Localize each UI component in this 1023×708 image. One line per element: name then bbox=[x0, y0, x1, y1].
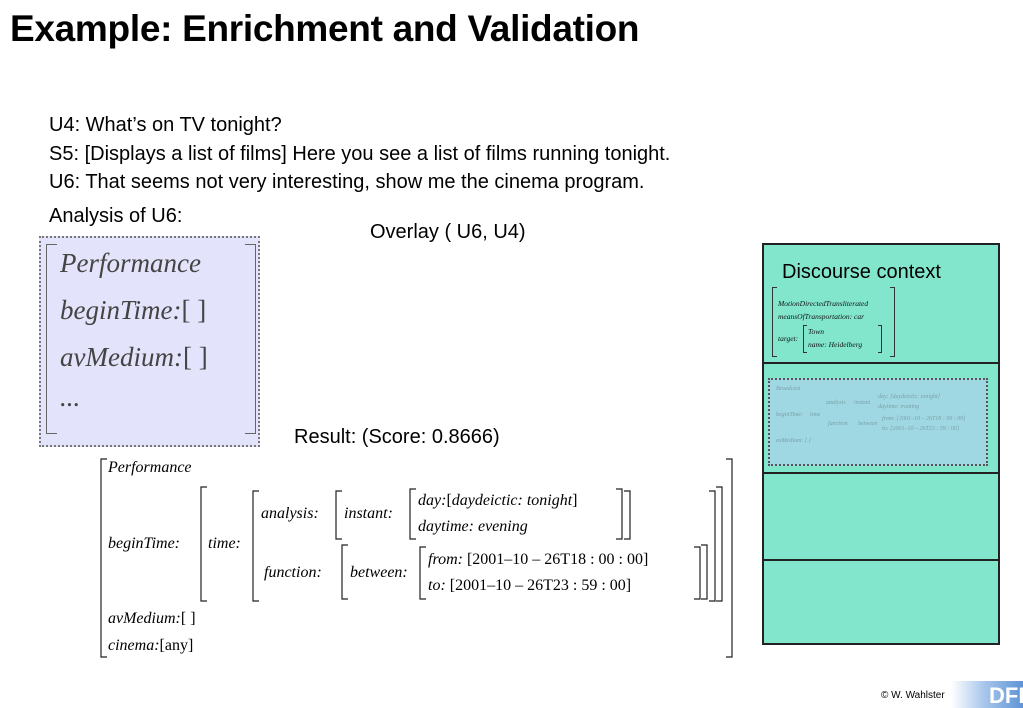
copyright: © W. Wahlster bbox=[881, 690, 945, 701]
broadcast-av-medium: avMedium: [ ] bbox=[776, 438, 811, 444]
begin-time-value: [ ] bbox=[181, 295, 207, 325]
slide-title: Example: Enrichment and Validation bbox=[10, 8, 640, 49]
dialog-lines: U4: What’s on TV tonight? S5: [Displays … bbox=[49, 111, 670, 197]
analysis-label: Analysis of U6: bbox=[49, 205, 183, 227]
day-bracket-left bbox=[409, 488, 416, 540]
divider-1 bbox=[764, 362, 998, 364]
avm-ellipsis: ... bbox=[60, 382, 81, 412]
outer-bracket-left bbox=[100, 458, 107, 658]
between-bracket-left bbox=[341, 544, 348, 600]
result-from: from: [2001–10 – 26T18 : 00 : 00] bbox=[428, 551, 648, 569]
broadcast-analysis: analysis bbox=[826, 400, 846, 406]
broadcast-begin-time: beginTime: bbox=[776, 412, 803, 418]
av-medium-attr: avMedium: bbox=[108, 610, 181, 627]
result-type: Performance bbox=[108, 459, 192, 476]
result-to: to: [2001–10 – 26T23 : 59 : 00] bbox=[428, 577, 631, 595]
cinema-value: [any] bbox=[159, 637, 194, 654]
instant-bracket-left bbox=[335, 490, 342, 540]
motion-means: meansOfTransportation: car bbox=[778, 312, 865, 321]
broadcast-to: to: [2001–10 – 26T23 : 59 : 00] bbox=[882, 426, 960, 432]
result-day: day:[daydeictic: tonight] bbox=[418, 492, 578, 509]
left-bracket bbox=[46, 244, 57, 434]
broadcast-instant: instant bbox=[854, 400, 871, 406]
analysis-avm-box: Performance beginTime:[ ] avMedium:[ ] .… bbox=[39, 236, 260, 447]
fromto-bracket-right bbox=[694, 546, 701, 600]
time-bracket-right bbox=[716, 486, 723, 602]
motion-town: Town bbox=[808, 327, 824, 336]
broadcast-day: day: [daydeictic: tonight] bbox=[878, 394, 940, 400]
broadcast-daytime: daytime: evening bbox=[878, 404, 920, 410]
from-attr: from: bbox=[428, 551, 463, 568]
day-attr: day: bbox=[418, 492, 447, 509]
result-avm: Performance beginTime: time: analysis: i… bbox=[98, 457, 738, 661]
result-between: between: bbox=[350, 564, 408, 581]
broadcast-function: function bbox=[828, 421, 848, 427]
divider-3 bbox=[764, 559, 998, 561]
result-instant: instant: bbox=[344, 505, 393, 522]
result-brackets bbox=[100, 458, 733, 658]
instant-bracket-right bbox=[624, 490, 631, 540]
broadcast-from: from: [2001–10 – 26T18 : 00 : 00] bbox=[882, 416, 966, 422]
motion-type: MotionDirectedTransliterated bbox=[778, 299, 869, 308]
result-function: function: bbox=[264, 564, 322, 581]
result-analysis: analysis: bbox=[261, 505, 319, 522]
av-medium-attr: avMedium: bbox=[60, 342, 183, 372]
from-value: [2001–10 – 26T18 : 00 : 00] bbox=[466, 551, 649, 568]
result-begin-time: beginTime: bbox=[108, 535, 180, 552]
av-medium-value: [ ] bbox=[182, 342, 208, 372]
result-av-medium: avMedium:[ ] bbox=[108, 610, 196, 628]
analysis-avm: Performance beginTime:[ ] avMedium:[ ] .… bbox=[46, 242, 256, 442]
motion-name: name: Heidelberg bbox=[808, 340, 863, 349]
logo-text: DFKI bbox=[989, 683, 1023, 708]
avm-begin-time: beginTime:[ ] bbox=[60, 295, 206, 326]
outer-bracket-right bbox=[726, 458, 733, 658]
result-daytime: daytime: evening bbox=[418, 518, 528, 535]
discourse-avm-motion: MotionDirectedTransliterated meansOfTran… bbox=[772, 287, 902, 359]
dfki-logo: DFKI bbox=[951, 681, 1023, 708]
day-bracket-right bbox=[616, 488, 623, 540]
av-medium-value: [ ] bbox=[180, 610, 196, 627]
right-bracket bbox=[245, 244, 256, 434]
broadcast-type: Broadcast bbox=[776, 386, 801, 392]
begin-time-attr: beginTime: bbox=[60, 295, 182, 325]
result-label: Result: (Score: 0.8666) bbox=[294, 426, 500, 448]
discourse-context-title: Discourse context bbox=[782, 261, 941, 283]
dialog-line-s5: S5: [Displays a list of films] Here you … bbox=[49, 142, 671, 165]
dialog-line-u6: U6: That seems not very interesting, sho… bbox=[49, 171, 645, 193]
result-time: time: bbox=[208, 535, 241, 552]
broadcast-between: between bbox=[858, 421, 878, 427]
analysis-bracket-left bbox=[252, 490, 259, 602]
divider-2 bbox=[764, 472, 998, 474]
to-value: [2001–10 – 26T23 : 59 : 00] bbox=[449, 577, 632, 594]
to-attr: to: bbox=[428, 577, 446, 594]
avm-type: Performance bbox=[60, 248, 201, 278]
between-bracket-right bbox=[701, 544, 708, 600]
motion-target: target: bbox=[778, 334, 799, 343]
cinema-attr: cinema: bbox=[108, 637, 160, 654]
result-cinema: cinema:[any] bbox=[108, 637, 193, 655]
discourse-avm-broadcast-box: Broadcast beginTime: time analysis insta… bbox=[768, 378, 988, 466]
analysis-bracket-right bbox=[709, 490, 716, 602]
broadcast-time: time bbox=[810, 412, 821, 418]
discourse-context-panel: Discourse context MotionDirectedTranslit… bbox=[762, 243, 1000, 645]
fromto-bracket-left bbox=[419, 546, 426, 600]
daydeictic-value: daydeictic: tonight bbox=[451, 492, 573, 509]
overlay-label: Overlay ( U6, U4) bbox=[370, 221, 526, 243]
dialog-line-u4: U4: What’s on TV tonight? bbox=[49, 114, 282, 136]
avm-av-medium: avMedium:[ ] bbox=[60, 342, 208, 373]
time-bracket-left bbox=[200, 486, 207, 602]
